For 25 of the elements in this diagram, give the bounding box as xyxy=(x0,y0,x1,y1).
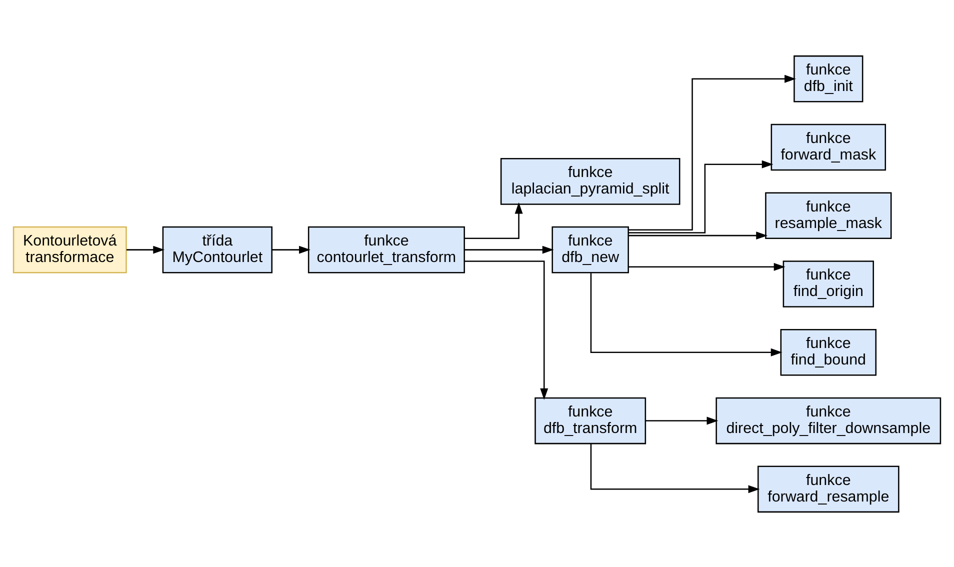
arrow xyxy=(464,202,523,239)
node-box: funkce find_origin xyxy=(782,260,874,307)
node-box: funkce forward_resample xyxy=(757,465,900,512)
node-box: funkce laplacian_pyramid_split xyxy=(500,158,680,204)
arrow xyxy=(464,245,554,254)
node-box: funkce find_bound xyxy=(780,328,877,376)
arrow xyxy=(628,74,796,230)
node-box: funkce dfb_transform xyxy=(534,396,646,444)
node-box: třída MyContourlet xyxy=(162,226,272,273)
arrow xyxy=(464,260,548,400)
arrow xyxy=(628,160,774,233)
node-box: funkce forward_mask xyxy=(770,123,886,170)
node-box: funkce resample_mask xyxy=(765,192,892,239)
node-box: Kontourletová transformace xyxy=(12,226,127,273)
arrow xyxy=(646,416,718,424)
arrow xyxy=(590,443,760,493)
node-box: funkce direct_poly_filter_downsample xyxy=(716,396,942,444)
node-box: funkce contourlet_transform xyxy=(308,226,465,273)
arrow xyxy=(628,262,786,270)
arrow xyxy=(126,245,165,254)
arrow xyxy=(272,245,310,254)
arrow xyxy=(628,231,768,240)
arrow xyxy=(590,272,782,356)
node-box: funkce dfb_new xyxy=(552,226,629,273)
node-box: funkce dfb_init xyxy=(794,54,864,102)
